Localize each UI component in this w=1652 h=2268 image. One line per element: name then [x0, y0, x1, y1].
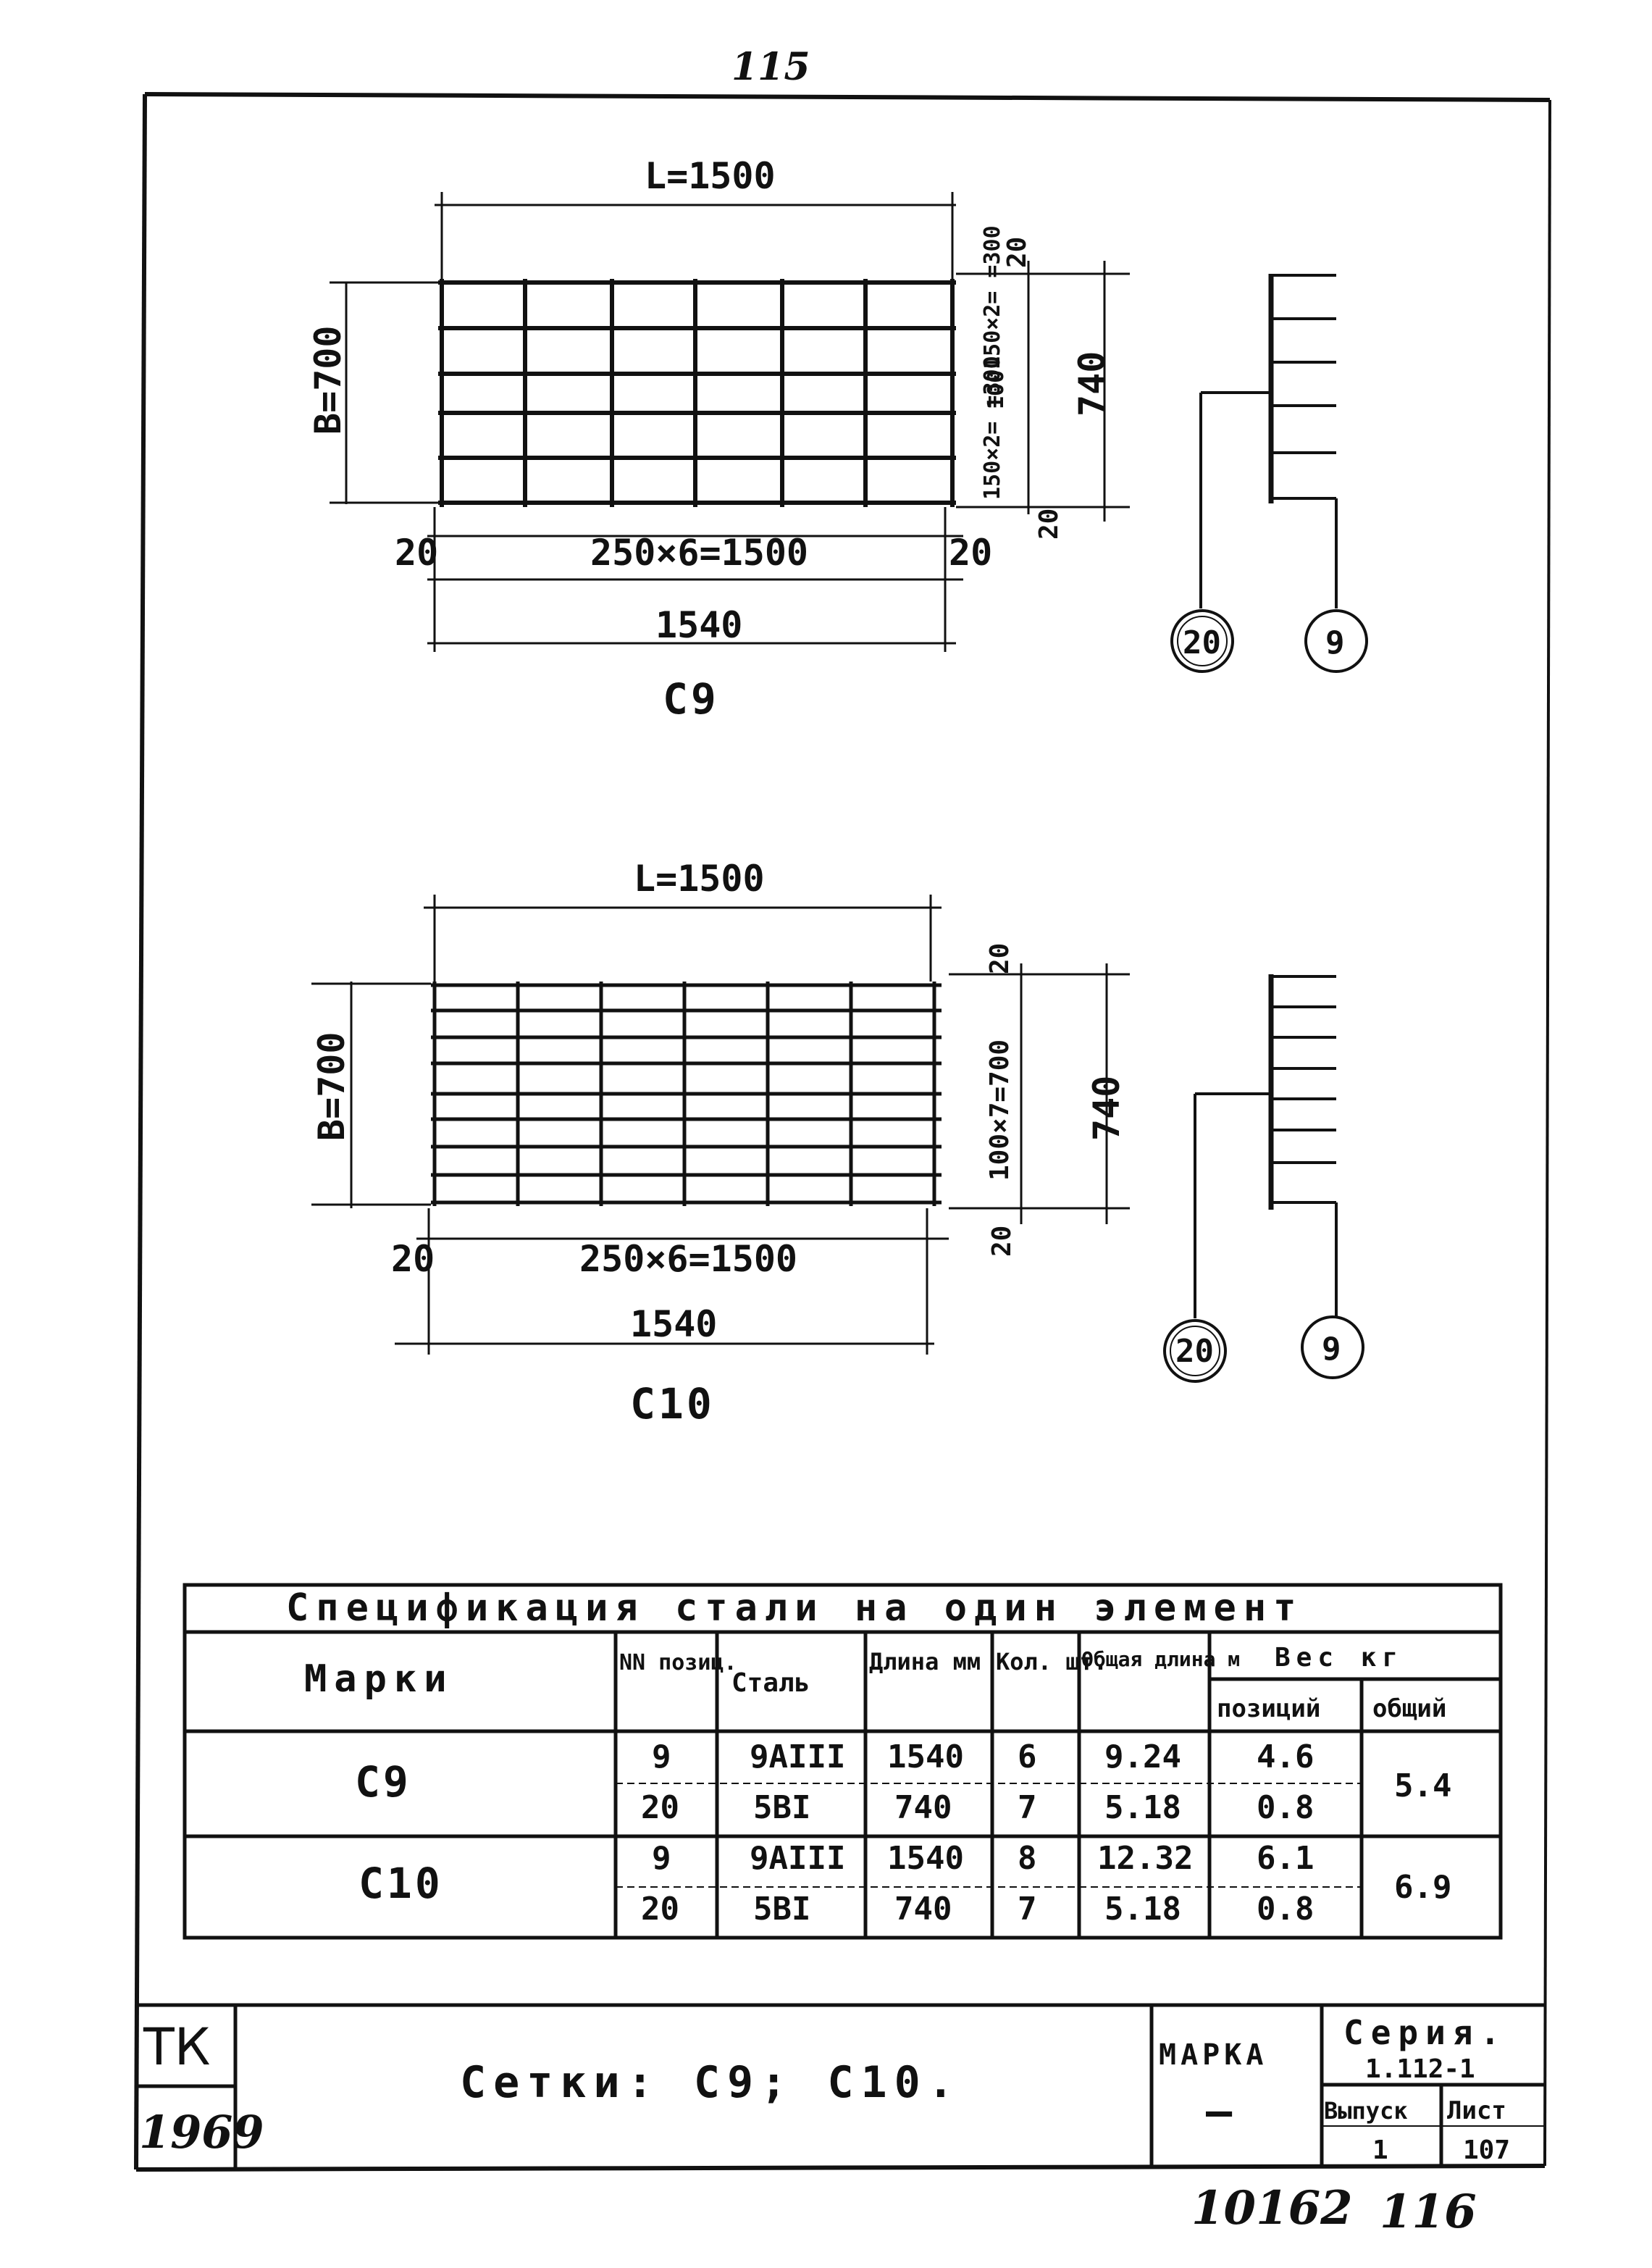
svg-text:8: 8	[1018, 1840, 1037, 1877]
mesh-c9-overall-height: 740	[1071, 351, 1113, 417]
title-block-marka-label: МАРКА	[1159, 2038, 1267, 2072]
spec-c10-row-1: 9 9АIII 1540 8 12.32 6.1	[652, 1840, 1314, 1877]
mesh-c10-grid	[431, 982, 942, 1206]
spec-header-qty: Кол. шт.	[996, 1648, 1107, 1675]
footer-number-right: 116	[1380, 2185, 1477, 2239]
svg-text:740: 740	[894, 1789, 952, 1826]
spec-header-pos: NN позиц.	[619, 1650, 737, 1675]
mesh-c9-width-label: B=700	[307, 325, 349, 435]
svg-text:20: 20	[641, 1891, 679, 1928]
title-block-issue-value: 1	[1372, 2135, 1388, 2165]
spec-header-weight: Вес кг	[1275, 1643, 1404, 1673]
svg-text:9.24: 9.24	[1104, 1738, 1181, 1775]
mesh-c9-right-dim-upper: 150×2= =300	[980, 225, 1005, 369]
mesh-c9-callout-left: 20	[1183, 624, 1221, 661]
title-block: ТК 1969 Сетки: С9; С10. МАРКА — Серия. 1…	[136, 2003, 1545, 2168]
mesh-c9-spacing-label: 250×6=1500	[590, 532, 808, 574]
mesh-c10-callout-right: 9	[1322, 1331, 1341, 1368]
title-block-sheet-value: 107	[1463, 2135, 1510, 2165]
mesh-c10-right-dim-mid: 100×7=700	[985, 1039, 1015, 1181]
spec-table-title: Спецификация стали на один элемент	[286, 1586, 1303, 1630]
spec-c9-row-2: 20 5ВI 740 7 5.18 0.8	[641, 1789, 1314, 1826]
spec-header-marks: Марки	[304, 1657, 454, 1701]
svg-text:5ВI: 5ВI	[753, 1891, 810, 1928]
svg-text:5ВI: 5ВI	[753, 1789, 810, 1826]
svg-text:4.6: 4.6	[1257, 1738, 1314, 1775]
svg-text:12.32: 12.32	[1097, 1840, 1193, 1877]
spec-c9-mark: С9	[355, 1757, 411, 1807]
spec-header-steel: Сталь	[731, 1668, 810, 1698]
spec-c10-row-2: 20 5ВI 740 7 5.18 0.8	[641, 1891, 1314, 1928]
mesh-c10-length-label: L=1500	[634, 858, 765, 900]
spec-c10-mark: С10	[359, 1859, 443, 1908]
mesh-c9-edge-right: 20	[949, 532, 992, 574]
svg-text:9АIII: 9АIII	[750, 1738, 845, 1775]
spec-table: Спецификация стали на один элемент Марки…	[183, 1583, 1503, 1940]
mesh-c10-edge-left: 20	[391, 1238, 435, 1280]
mesh-c9-overall-length: 1540	[655, 604, 742, 646]
mesh-c10-spacing-label: 250×6=1500	[579, 1238, 797, 1280]
svg-text:740: 740	[894, 1891, 952, 1928]
mesh-c9-dimension-lines	[330, 192, 1130, 652]
spec-c9-row-1: 9 9АIII 1540 6 9.24 4.6	[652, 1738, 1314, 1775]
mesh-c9-right-dim-mid: 100	[984, 370, 1009, 409]
mesh-c9-right-dim-top: 20	[1002, 237, 1032, 268]
footer-number-left: 10162	[1191, 2181, 1353, 2235]
spec-c9-total: 5.4	[1394, 1767, 1451, 1804]
svg-text:20: 20	[641, 1789, 679, 1826]
mesh-c10-overall-length: 1540	[630, 1303, 717, 1345]
mesh-c10-width-label: B=700	[311, 1032, 353, 1141]
spec-header-total-length: Общая длина м	[1081, 1647, 1240, 1671]
svg-text:9: 9	[652, 1840, 671, 1877]
mesh-c10-mark-label: С10	[630, 1379, 715, 1428]
mesh-c10-dimension-lines	[311, 895, 1130, 1355]
mesh-c9-section	[1170, 274, 1368, 673]
svg-text:1540: 1540	[887, 1738, 964, 1775]
title-block-series-label: Серия.	[1343, 2013, 1507, 2052]
mesh-c9: L=1500 B=700 20 150×2= =300 100 150×2= =…	[307, 155, 1368, 724]
svg-text:6: 6	[1018, 1738, 1037, 1775]
mesh-c9-right-dim-bottom: 20	[1034, 509, 1064, 540]
mesh-c10-callout-left: 20	[1175, 1333, 1214, 1370]
mesh-c9-right-dim-lower: 150×2= =300	[980, 356, 1005, 500]
svg-text:5.18: 5.18	[1104, 1891, 1181, 1928]
svg-text:0.8: 0.8	[1257, 1891, 1314, 1928]
title-block-org: ТК	[143, 2017, 210, 2077]
svg-text:0.8: 0.8	[1257, 1789, 1314, 1826]
spec-header-length: Длина мм	[869, 1648, 981, 1675]
mesh-c9-mark-label: С9	[663, 674, 719, 724]
title-block-issue-label: Выпуск	[1324, 2097, 1408, 2125]
page-number-top: 115	[731, 45, 810, 89]
svg-text:5.18: 5.18	[1104, 1789, 1181, 1826]
mesh-c9-length-label: L=1500	[645, 155, 776, 197]
spec-c10-total: 6.9	[1394, 1869, 1451, 1906]
svg-text:6.1: 6.1	[1257, 1840, 1314, 1877]
mesh-c10-section	[1163, 974, 1364, 1383]
title-block-year: 1969	[139, 2106, 264, 2159]
spec-header-weight-pos: позиций	[1217, 1694, 1320, 1723]
svg-text:7: 7	[1018, 1891, 1037, 1928]
mesh-c10-right-dim-top: 20	[985, 943, 1015, 974]
title-block-marka-value: —	[1206, 2086, 1233, 2137]
sheet-frame	[134, 92, 1551, 2172]
mesh-c9-callout-right: 9	[1325, 624, 1345, 661]
svg-text:9: 9	[652, 1738, 671, 1775]
svg-text:7: 7	[1018, 1789, 1037, 1826]
mesh-c9-grid	[438, 279, 956, 507]
mesh-c9-edge-left: 20	[395, 532, 438, 574]
mesh-c10-right-dim-bottom: 20	[987, 1226, 1017, 1257]
svg-text:1540: 1540	[887, 1840, 964, 1877]
title-block-sheet-label: Лист	[1447, 2096, 1506, 2125]
svg-text:9АIII: 9АIII	[750, 1840, 845, 1877]
title-block-title: Сетки: С9; С10.	[460, 2057, 961, 2108]
title-block-series-value: 1.112-1	[1365, 2054, 1475, 2084]
mesh-c10-overall-height: 740	[1086, 1076, 1128, 1141]
spec-header-weight-total: общий	[1372, 1694, 1446, 1723]
mesh-c10: L=1500 B=700 20 100×7=700 20 740 20 250×…	[311, 858, 1364, 1428]
